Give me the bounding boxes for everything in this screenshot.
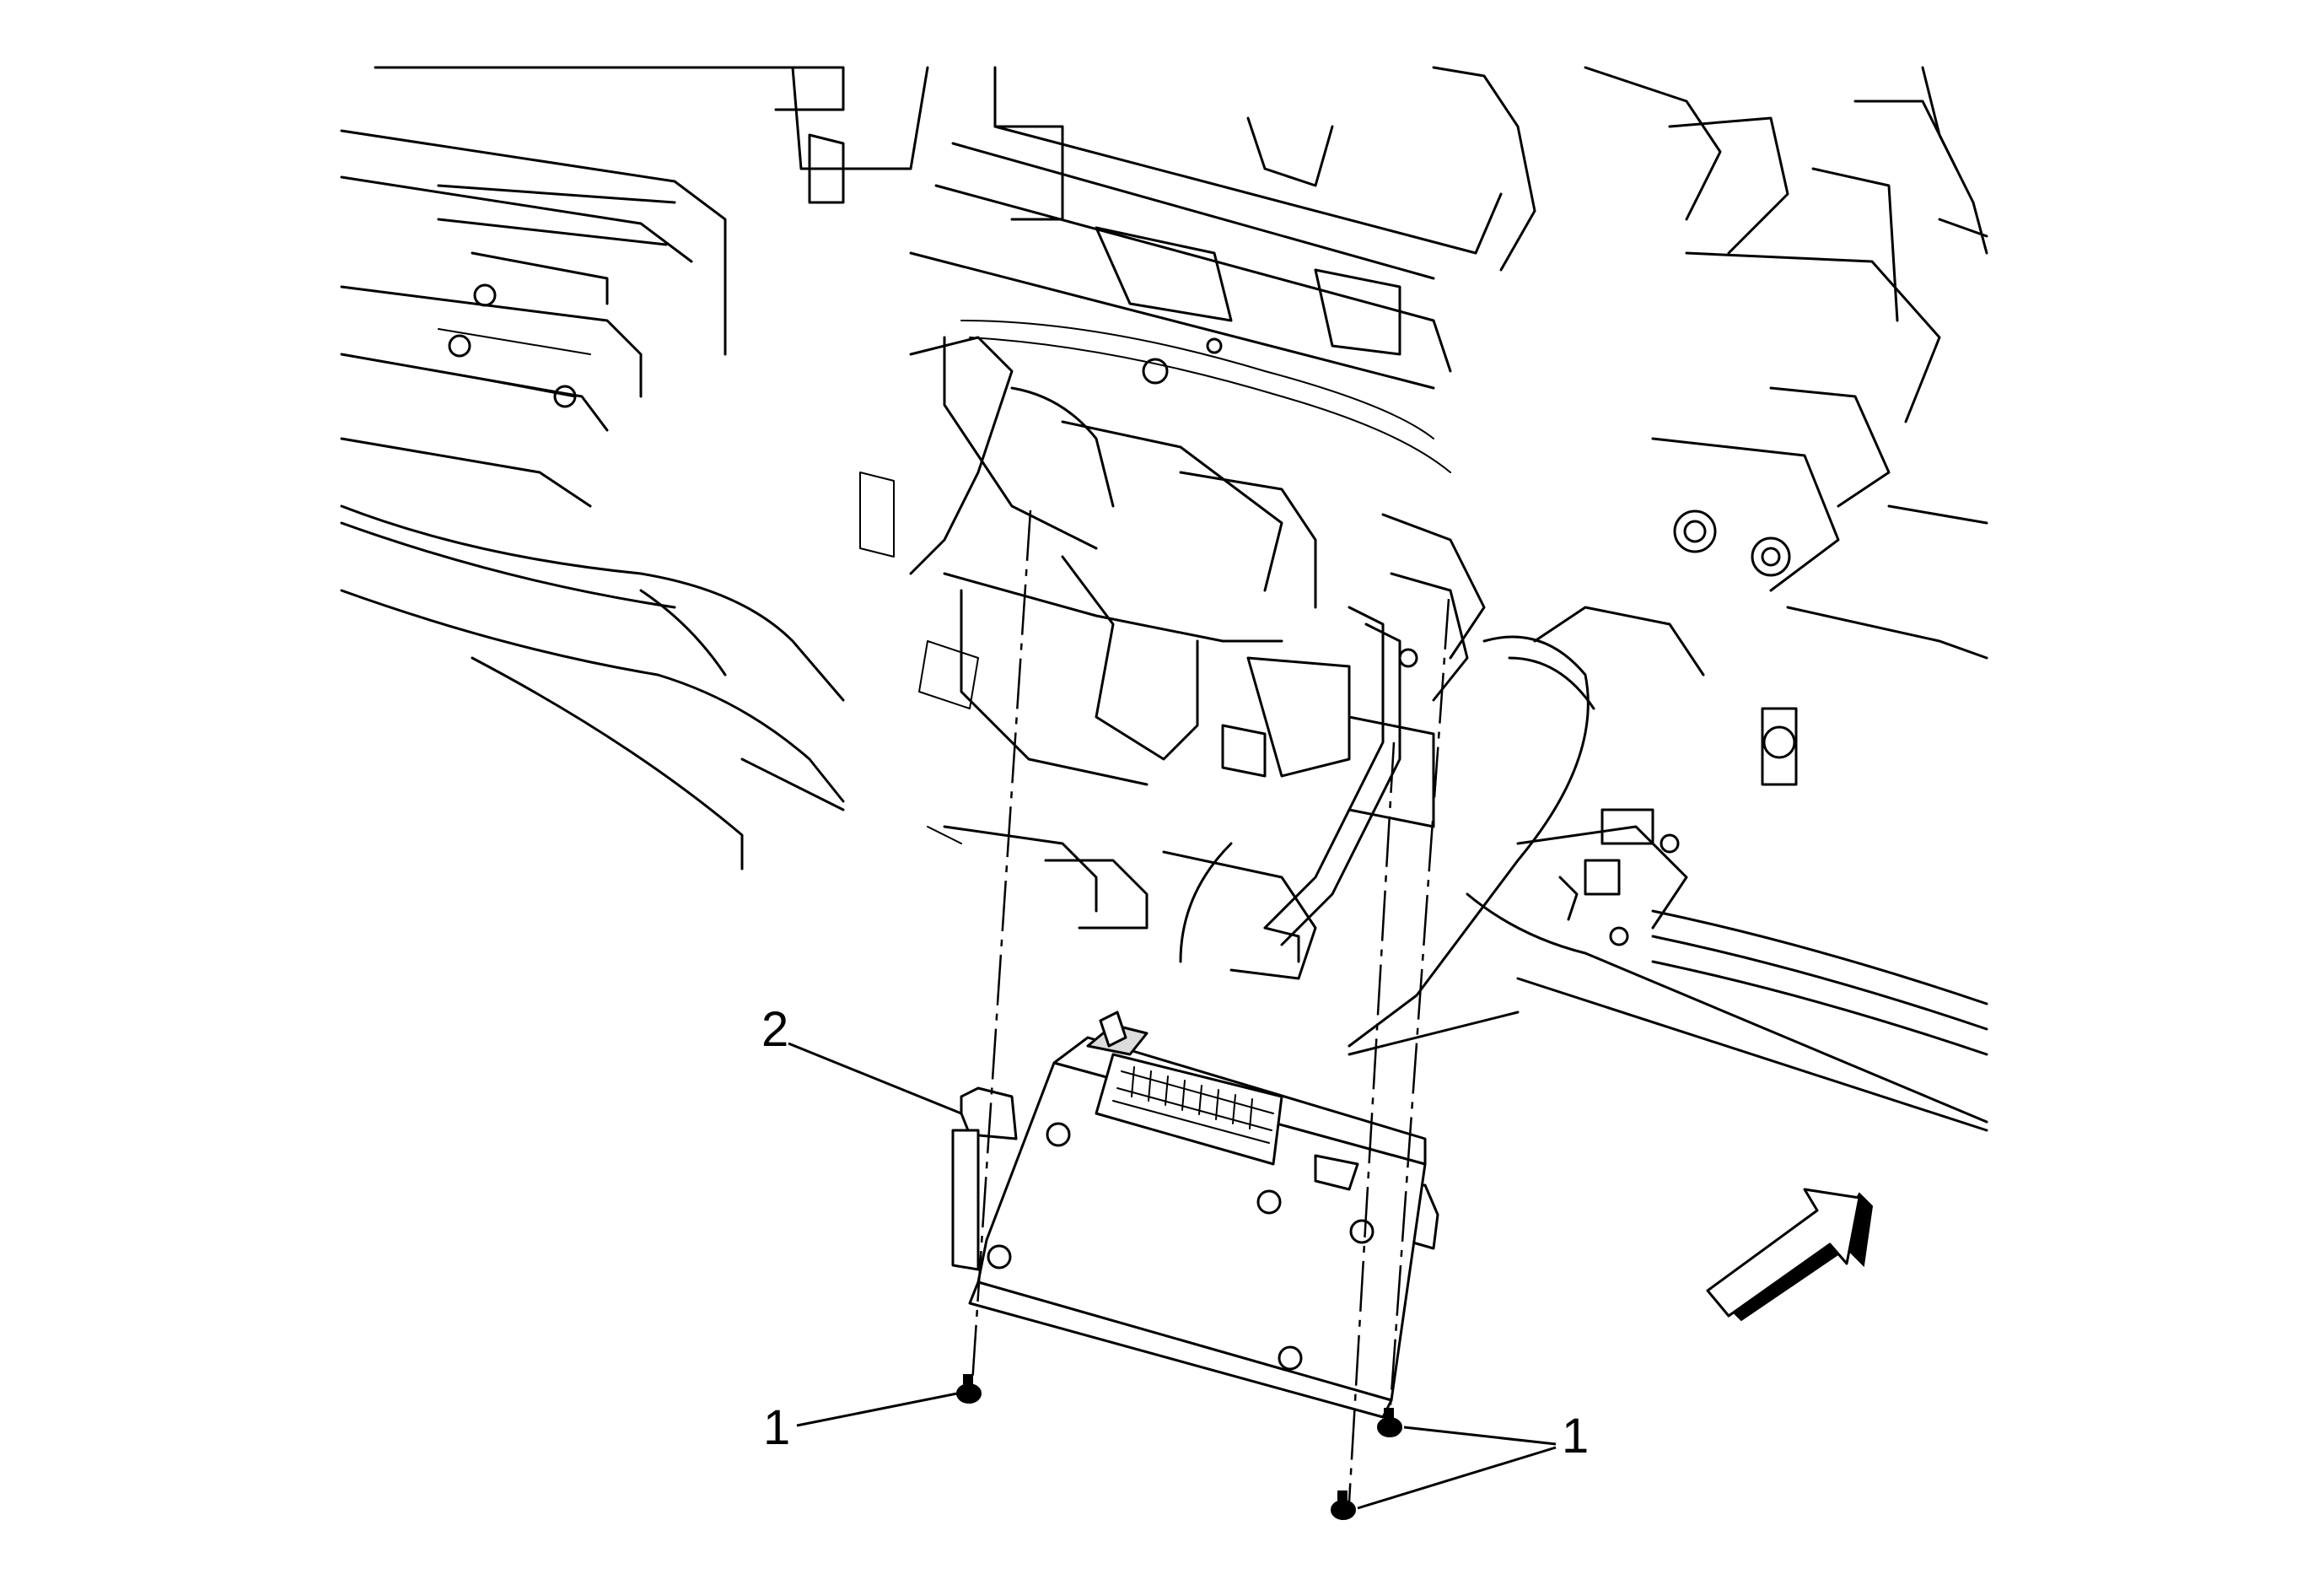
bolt — [1377, 1408, 1402, 1437]
bolt-fasteners — [956, 1374, 1402, 1520]
electronic-control-module — [951, 1011, 1439, 1419]
bolt — [956, 1374, 982, 1404]
alignment-centerlines — [971, 509, 1450, 1502]
callout-label-bolts: 1 — [1562, 1409, 1589, 1463]
bolt — [1331, 1490, 1356, 1520]
connector-pins — [1131, 1066, 1253, 1129]
callout-label-module: 2 — [761, 1002, 788, 1057]
callout-leaders — [788, 1042, 1557, 1510]
forward-arrow-icon — [1706, 1188, 1874, 1322]
callout-label-bolt: 1 — [763, 1400, 790, 1455]
instrument-panel-structure — [340, 66, 1988, 1132]
